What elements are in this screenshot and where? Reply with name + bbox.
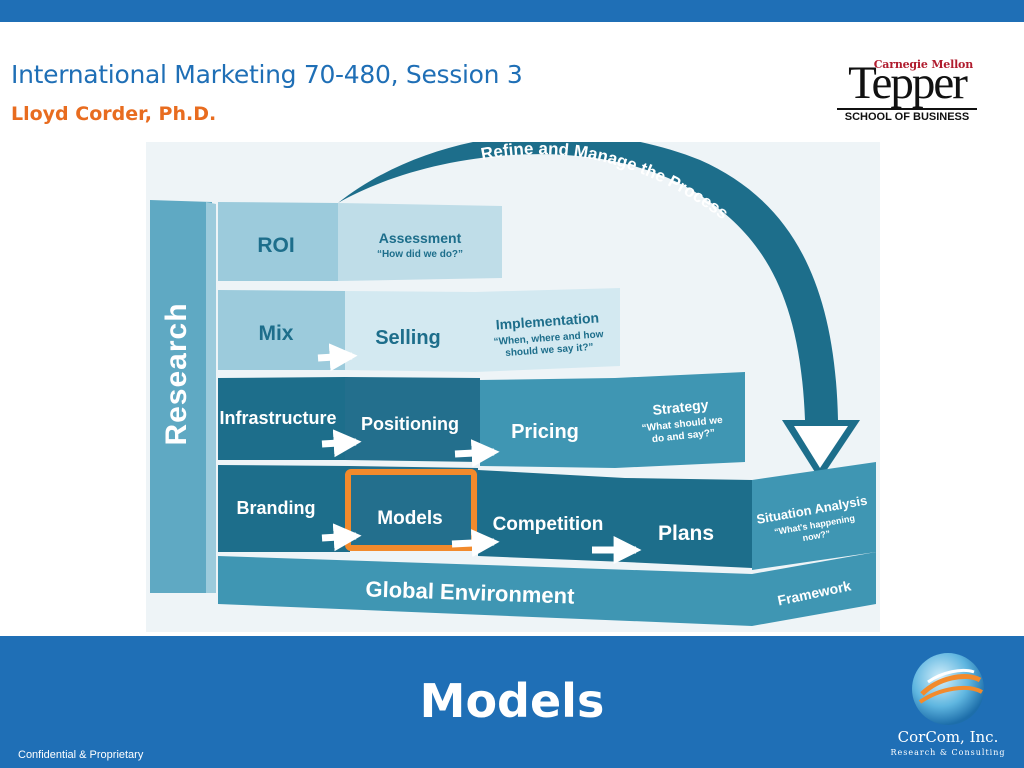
assessment-label: Assessment bbox=[379, 230, 462, 246]
tepper-logo-name: Tepper bbox=[848, 57, 968, 109]
confidential-notice: Confidential & Proprietary bbox=[18, 749, 144, 761]
positioning-block bbox=[345, 377, 480, 462]
situation-sub-2: now?” bbox=[802, 528, 831, 543]
implementation-label: Implementation bbox=[495, 309, 599, 332]
framework-base bbox=[752, 552, 876, 626]
tepper-logo-rule bbox=[837, 108, 977, 110]
implementation-block bbox=[475, 288, 620, 372]
corcom-globe-icon bbox=[912, 653, 984, 725]
mix-block bbox=[218, 290, 345, 370]
infrastructure-label: Infrastructure bbox=[219, 408, 336, 428]
pricing-label: Pricing bbox=[511, 421, 579, 443]
selling-block bbox=[345, 291, 475, 372]
tepper-logo-school: SCHOOL OF BUSINESS bbox=[844, 111, 970, 123]
tepper-logo: Tepper Carnegie Mellon SCHOOL OF BUSINES… bbox=[833, 58, 981, 128]
roi-label: ROI bbox=[257, 234, 294, 257]
tepper-logo-cmu: Carnegie Mellon bbox=[873, 58, 973, 71]
models-block bbox=[350, 466, 478, 550]
top-bar bbox=[0, 0, 1024, 22]
assessment-block bbox=[338, 203, 502, 281]
slide-title: International Marketing 70-480, Session … bbox=[11, 60, 523, 89]
section-title: Models bbox=[419, 674, 605, 728]
research-column-edge bbox=[206, 202, 216, 593]
branding-to-models-arrow bbox=[321, 523, 362, 552]
models-label: Models bbox=[377, 508, 442, 529]
roi-block bbox=[218, 202, 338, 281]
presenter-name: Lloyd Corder, Ph.D. bbox=[11, 103, 217, 125]
infrastructure-to-positioning-arrow bbox=[321, 429, 362, 458]
corcom-tagline: Research & Consulting bbox=[890, 748, 1006, 757]
pricing-block bbox=[480, 378, 615, 468]
marketing-process-diagram: Research ROI Assessment “How did we do?”… bbox=[146, 142, 880, 632]
research-label: Research bbox=[160, 302, 193, 445]
research-column bbox=[150, 200, 212, 593]
competition-label: Competition bbox=[493, 514, 604, 535]
selling-label: Selling bbox=[375, 327, 441, 349]
models-highlight bbox=[345, 469, 477, 551]
models-to-competition-arrow bbox=[451, 529, 500, 558]
assessment-sub: “How did we do?” bbox=[377, 249, 463, 260]
positioning-to-pricing-arrow bbox=[454, 439, 500, 468]
mix-label: Mix bbox=[258, 322, 293, 345]
process-arrow-head-inner bbox=[794, 426, 848, 468]
mix-to-selling-arrow bbox=[317, 343, 358, 372]
strategy-label: Strategy bbox=[652, 396, 710, 418]
plans-label: Plans bbox=[658, 522, 714, 545]
global-environment-base bbox=[218, 556, 752, 626]
corcom-name: CorCom, Inc. bbox=[897, 728, 999, 746]
corcom-logo: CorCom, Inc. Research & Consulting bbox=[878, 650, 1018, 762]
competition-block bbox=[478, 470, 625, 562]
branding-label: Branding bbox=[237, 498, 316, 518]
situation-block bbox=[752, 462, 876, 570]
strategy-block bbox=[615, 372, 745, 468]
branding-block bbox=[218, 465, 350, 552]
bottom-bar bbox=[0, 636, 1024, 768]
positioning-label: Positioning bbox=[361, 414, 459, 434]
plans-block bbox=[625, 478, 752, 568]
infrastructure-block bbox=[218, 377, 345, 460]
